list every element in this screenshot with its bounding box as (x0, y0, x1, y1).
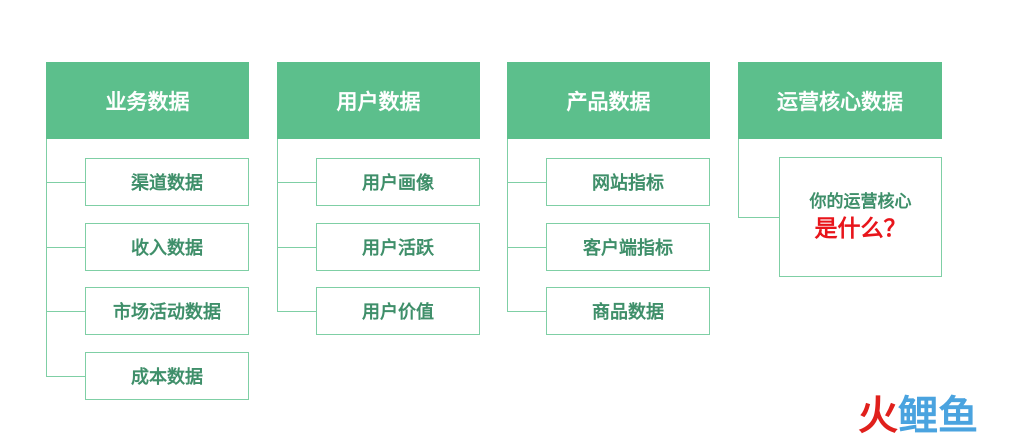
item-website-metrics: 网站指标 (546, 158, 710, 206)
connector-line (277, 311, 316, 312)
column-header-product: 产品数据 (507, 62, 710, 139)
column-header-core: 运营核心数据 (738, 62, 942, 139)
core-question-box: 你的运营核心 是什么？ (779, 157, 942, 277)
connector-line (738, 217, 779, 218)
connector-line (507, 139, 508, 311)
connector-line (46, 139, 47, 377)
item-channel-data: 渠道数据 (85, 158, 249, 206)
connector-line (46, 182, 85, 183)
watermark-char: 鱼 (938, 393, 978, 439)
watermark-char: 鲤 (898, 393, 938, 439)
item-client-metrics: 客户端指标 (546, 223, 710, 271)
connector-line (46, 376, 85, 377)
item-goods-data: 商品数据 (546, 287, 710, 335)
connector-line (507, 311, 546, 312)
column-header-user: 用户数据 (277, 62, 480, 139)
item-cost-data: 成本数据 (85, 352, 249, 400)
connector-line (277, 247, 316, 248)
watermark-char: 火 (858, 393, 898, 439)
connector-line (277, 139, 278, 311)
core-question-line2: 是什么？ (814, 216, 907, 242)
connector-line (507, 247, 546, 248)
connector-line (507, 182, 546, 183)
item-user-profile: 用户画像 (316, 158, 480, 206)
core-question-line1: 你的运营核心 (809, 192, 912, 212)
connector-line (46, 247, 85, 248)
item-user-value: 用户价值 (316, 287, 480, 335)
connector-line (277, 182, 316, 183)
item-marketing-data: 市场活动数据 (85, 287, 249, 335)
connector-line (738, 139, 739, 217)
item-revenue-data: 收入数据 (85, 223, 249, 271)
watermark-logo: 火 鲤 鱼 (858, 396, 1008, 436)
item-user-activity: 用户活跃 (316, 223, 480, 271)
column-header-business: 业务数据 (46, 62, 249, 139)
connector-line (46, 311, 85, 312)
